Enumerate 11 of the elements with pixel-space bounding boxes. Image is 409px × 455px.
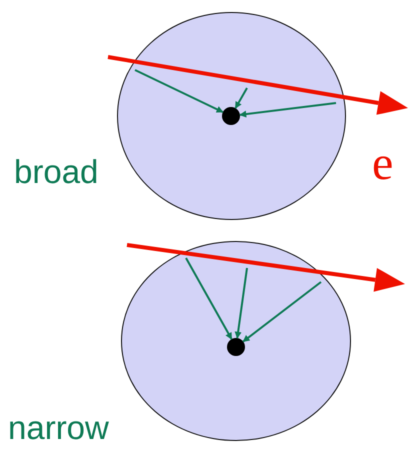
arrow [134,69,224,114]
arrow [234,268,248,339]
region-caption: broad [14,155,98,188]
region-caption: narrow [8,411,109,444]
particle-label: e [372,140,394,188]
arrow [234,88,248,109]
arrow [239,102,336,118]
center-dot [226,338,244,356]
arrow [242,281,322,342]
arrow [185,258,232,340]
center-dot [222,106,240,124]
